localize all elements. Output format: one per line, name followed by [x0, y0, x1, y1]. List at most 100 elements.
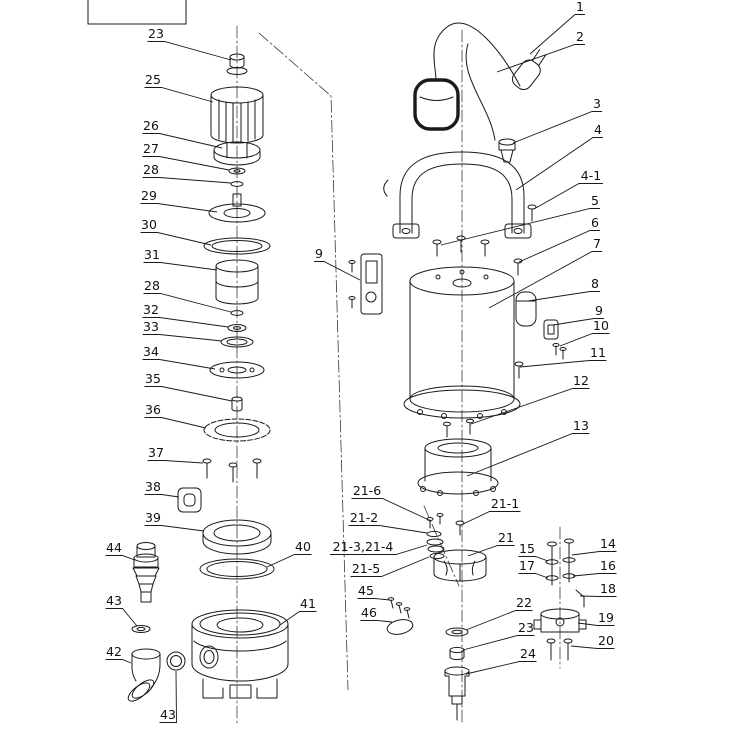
washer-28-upper: [230, 181, 244, 187]
leader-4-1: [533, 183, 603, 210]
o-ring-46: [386, 619, 414, 635]
spacer-35: [231, 396, 243, 412]
bearing-29: [208, 193, 266, 223]
leader-32: [142, 317, 229, 328]
ring-39: [202, 519, 272, 555]
leader-5: [440, 208, 600, 246]
screw-11: [514, 361, 524, 379]
elbow-42: [127, 648, 161, 702]
washer-22: [445, 627, 469, 637]
pump-housing-41: [191, 609, 289, 699]
leader-42: [105, 659, 132, 664]
leader-25: [144, 87, 214, 103]
rotor-31: [215, 259, 259, 305]
leader-21-5: [350, 556, 430, 577]
disc-30: [203, 237, 271, 255]
leader-20: [570, 645, 615, 649]
pump-cable: [465, 43, 496, 141]
leader-18: [579, 595, 617, 597]
capacitor-8: [515, 291, 537, 327]
leader-28-upper: [142, 177, 232, 184]
leader-22: [465, 610, 533, 631]
screws-12: [443, 418, 474, 438]
leader-36: [144, 417, 207, 429]
stator-25: [210, 86, 264, 144]
screws-37: [202, 458, 262, 483]
float-clamp-assembly-14-20: [533, 538, 587, 661]
leader-45: [357, 598, 391, 601]
leader-43-lower: [159, 670, 177, 723]
leader-11: [519, 360, 607, 368]
switch-bracket-9-left: [348, 253, 383, 315]
leader-34: [142, 359, 216, 370]
shaft-nut-23: [226, 53, 248, 75]
washer-32: [227, 324, 247, 332]
leader-15: [518, 556, 549, 562]
ring-33: [220, 336, 254, 348]
o-ring-43-lower: [166, 651, 186, 671]
leader-9-right: [552, 318, 604, 326]
washer-43-upper: [131, 625, 151, 633]
leader-21: [467, 545, 515, 557]
leader-14: [571, 551, 617, 556]
leader-28-lower: [143, 293, 232, 313]
plate-34: [209, 361, 265, 379]
leader-38: [144, 494, 180, 498]
leader-21-3-21-4: [330, 544, 428, 555]
screws-10: [552, 343, 567, 360]
leader-24: [465, 661, 537, 675]
power-cable-2: [433, 22, 521, 87]
leader-17: [518, 573, 549, 579]
leader-41: [279, 611, 317, 626]
leader-27: [142, 156, 230, 171]
screws-45: [387, 597, 411, 619]
leader-1: [529, 14, 585, 55]
leader-16: [572, 573, 617, 577]
frame-corner: [87, 0, 187, 25]
leader-26: [142, 133, 223, 149]
left-assembly: [127, 53, 289, 702]
washer-28-lower: [230, 310, 244, 316]
leader-44: [105, 555, 136, 561]
leader-8: [527, 291, 600, 302]
leader-40: [266, 554, 312, 568]
gasket-40: [199, 558, 275, 580]
leader-30: [140, 232, 212, 246]
leader-4: [515, 137, 603, 191]
leader-21-1: [460, 511, 521, 526]
sensor-9-right: [543, 319, 559, 340]
leader-46: [360, 620, 393, 623]
leader-7: [488, 251, 602, 309]
motor-housing-7: [403, 266, 521, 419]
leader-33: [142, 334, 223, 342]
leader-21-6: [351, 498, 430, 521]
screw-4-1: [527, 204, 537, 222]
impeller-21: [433, 549, 487, 582]
leader-21-2: [348, 525, 428, 534]
leader-2: [496, 44, 585, 73]
leader-10: [559, 333, 610, 347]
washer-27: [228, 167, 246, 175]
leader-23-top-left: [147, 41, 232, 61]
bracket-38: [177, 487, 202, 513]
leader-39: [144, 525, 205, 532]
leader-13: [466, 433, 590, 477]
leader-35: [144, 386, 233, 402]
leader-6: [518, 230, 600, 263]
shaft-24: [444, 666, 470, 721]
leader-37: [147, 460, 204, 464]
handle-4: [383, 151, 532, 239]
float-switch: [413, 78, 460, 131]
leader-19: [577, 622, 615, 626]
leader-12: [470, 388, 590, 425]
seal-plate-36: [203, 418, 271, 442]
right-assembly: [348, 22, 587, 721]
hose-adapter-44: [132, 542, 160, 603]
leader-43-upper: [105, 608, 138, 627]
leader-31: [143, 262, 218, 271]
oil-chamber-13: [417, 438, 499, 496]
leader-23-right: [462, 635, 535, 651]
